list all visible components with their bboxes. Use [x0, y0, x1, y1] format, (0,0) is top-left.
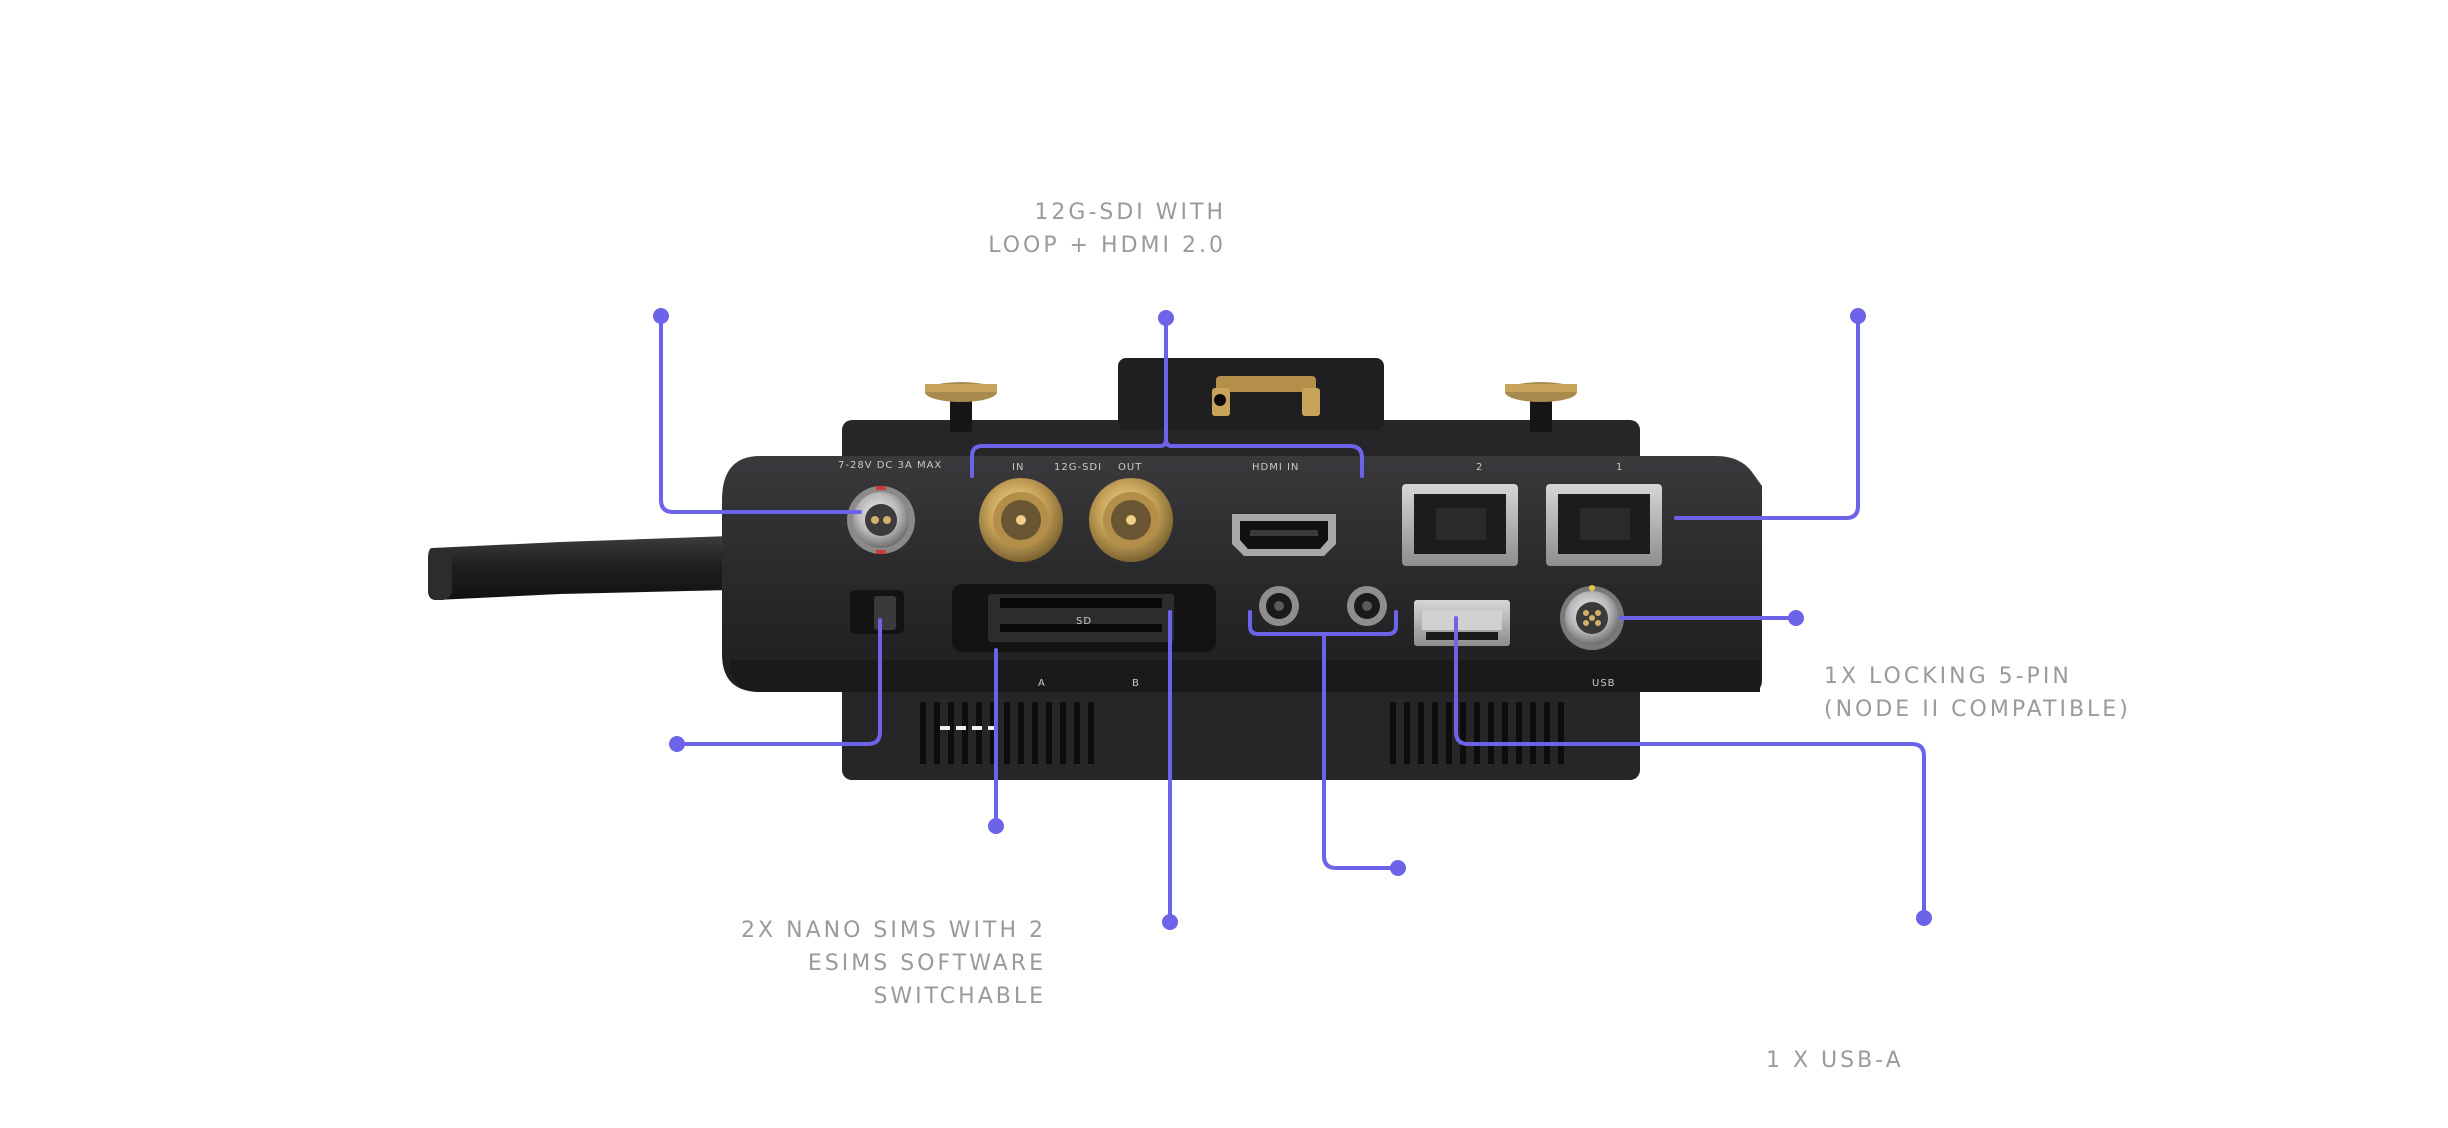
callout-dot [1390, 860, 1406, 876]
annotation-sdi-hdmi-line1: 12G-SDI WITH [1034, 200, 1226, 225]
annotation-nano-sims-line2: ESIMS SOFTWARE [807, 951, 1046, 976]
silkscreen-labels: 7-28V DC 3A MAX IN 12G-SDI OUT HDMI IN 2… [838, 460, 1623, 689]
usb-a-port [1414, 600, 1510, 646]
callout-dot [1850, 308, 1866, 324]
sdi-in-silk-label: IN [1012, 462, 1024, 473]
callout-dot [669, 736, 685, 752]
audio-jacks [1259, 586, 1387, 626]
annotation-locking-5pin: 1X LOCKING 5-PIN (NODE II COMPATIBLE) [1824, 660, 2144, 726]
callout-dot [1162, 914, 1178, 930]
sdi-group-silk-label: 12G-SDI [1054, 462, 1102, 473]
annotation-usb-a: 1 X USB-A [1766, 1044, 2006, 1077]
annotation-nano-sims-line3: SWITCHABLE [873, 984, 1046, 1009]
callout-sdi-hdmi-line [970, 316, 1168, 478]
sdi-connectors [979, 478, 1173, 562]
power-connector [847, 486, 915, 554]
eth1-silk-label: 1 [1616, 462, 1623, 473]
sim-a-silk-label: A [1038, 678, 1046, 689]
annotation-usb-a-line1: 1 X USB-A [1766, 1048, 1904, 1073]
callout-audio-line [1322, 632, 1398, 870]
sd-sim-tray [952, 584, 1216, 652]
annotation-sdi-hdmi-line2: LOOP + HDMI 2.0 [988, 233, 1226, 258]
callout-sdi-hdmi-bracket [1164, 438, 1364, 478]
hdmi-port [1232, 514, 1336, 556]
annotation-locking-5pin-line2: (NODE II COMPATIBLE) [1824, 697, 2131, 722]
annotation-nano-sims: 2X NANO SIMS WITH 2 ESIMS SOFTWARE SWITC… [700, 914, 1046, 1013]
callout-dot [988, 818, 1004, 834]
callout-dot [1788, 610, 1804, 626]
power-silk-label: 7-28V DC 3A MAX [838, 460, 942, 471]
callout-power-line [659, 314, 862, 514]
annotation-nano-sims-line1: 2X NANO SIMS WITH 2 [741, 918, 1046, 943]
hdmi-silk-label: HDMI IN [1252, 462, 1299, 473]
annotation-sdi-hdmi: 12G-SDI WITH LOOP + HDMI 2.0 [980, 196, 1226, 262]
callout-usb-line [1454, 616, 1926, 918]
sim-b-silk-label: B [1132, 678, 1140, 689]
v-mount-plate [1118, 358, 1384, 430]
callout-dot [1916, 910, 1932, 926]
thumbscrews [925, 382, 1577, 432]
annotation-locking-5pin-line1: 1X LOCKING 5-PIN [1824, 664, 2072, 689]
callout-ethernet-line [1674, 314, 1860, 520]
sdi-out-silk-label: OUT [1118, 462, 1142, 473]
five-pin-connector [1560, 585, 1624, 650]
antenna [428, 536, 730, 600]
callout-dot [653, 308, 669, 324]
ethernet-ports [1402, 484, 1662, 566]
usb-silk-label: USB [1592, 678, 1616, 689]
callout-audio-bracket [1248, 610, 1398, 636]
callout-dot [1158, 310, 1174, 326]
eth2-silk-label: 2 [1476, 462, 1483, 473]
callout-switch-line [675, 618, 882, 746]
sd-silk-label: SD [1076, 616, 1092, 627]
